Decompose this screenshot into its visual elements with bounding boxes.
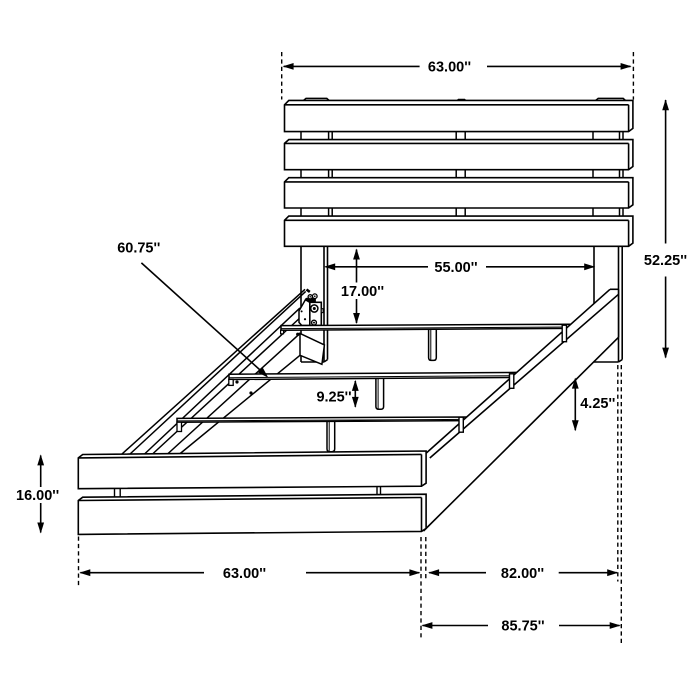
svg-text:82.00'': 82.00''	[501, 566, 544, 582]
svg-text:60.75'': 60.75''	[117, 241, 160, 257]
svg-text:63.00'': 63.00''	[223, 566, 266, 582]
svg-text:52.25'': 52.25''	[644, 253, 687, 269]
svg-text:16.00'': 16.00''	[16, 488, 59, 504]
svg-text:63.00'': 63.00''	[428, 60, 471, 76]
svg-text:17.00'': 17.00''	[341, 284, 384, 300]
svg-text:85.75'': 85.75''	[501, 619, 544, 635]
svg-text:4.25'': 4.25''	[580, 396, 615, 412]
svg-text:55.00'': 55.00''	[434, 260, 477, 276]
svg-text:9.25'': 9.25''	[316, 390, 351, 406]
